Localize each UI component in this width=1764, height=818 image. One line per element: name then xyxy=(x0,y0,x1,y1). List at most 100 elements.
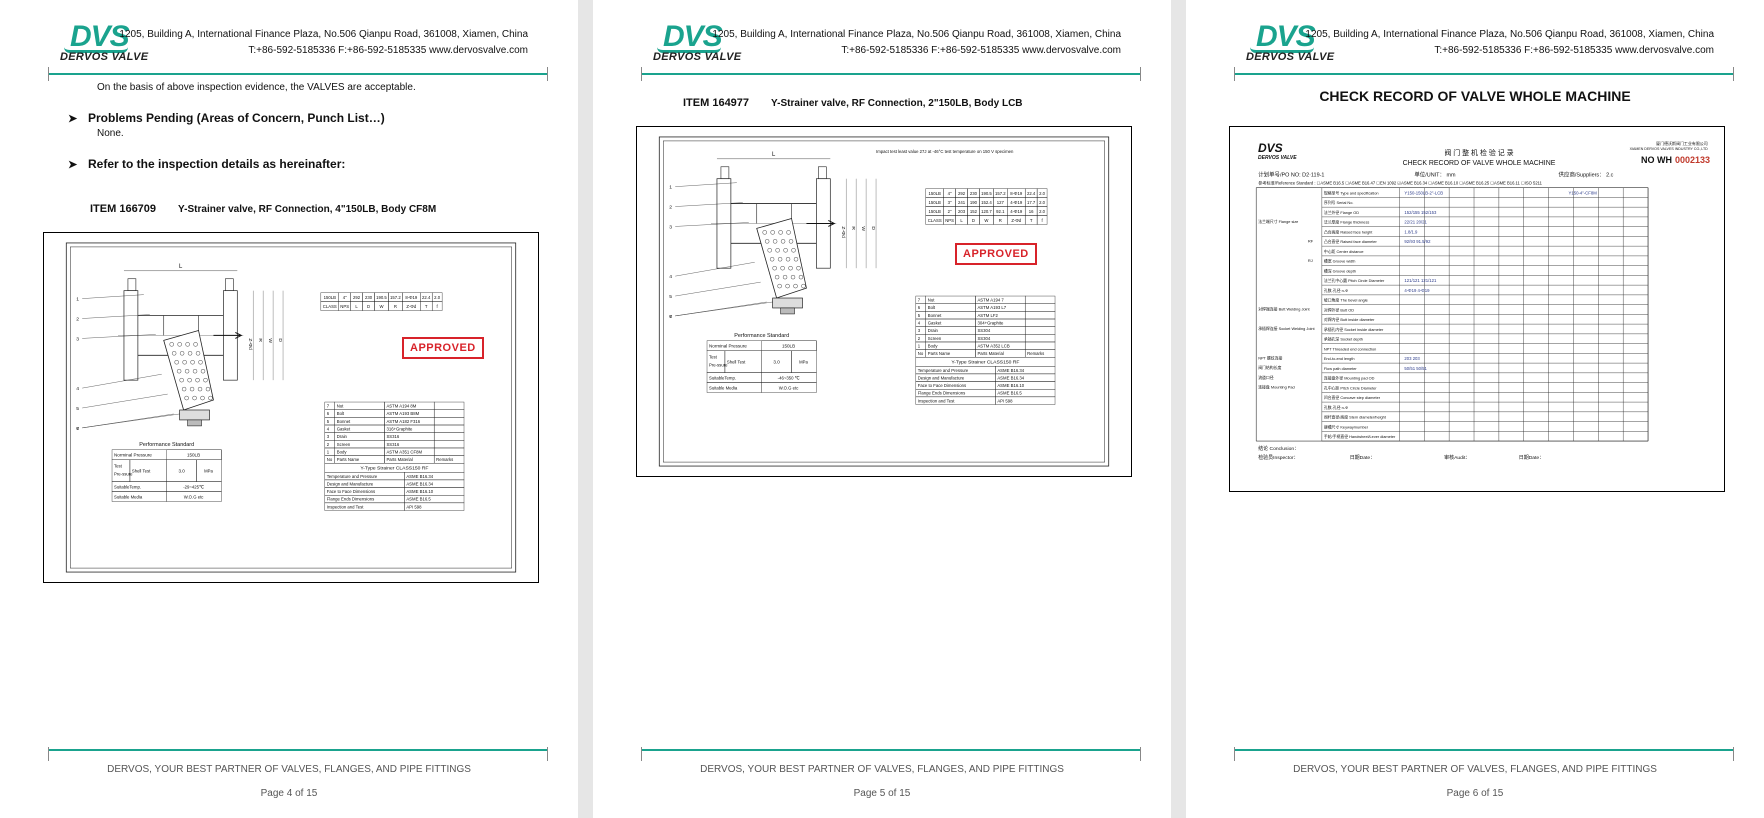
parts-cell: 5 xyxy=(327,419,330,424)
drawing-box xyxy=(187,419,202,427)
record-group-label: 承插焊连接 Socket Welding Joint xyxy=(1258,326,1315,331)
dim-label-L: L xyxy=(772,152,776,158)
header-contact: T:+86-592-5185336 F:+86-592-5185335 www.… xyxy=(248,45,528,56)
performance-title: Performance Standard xyxy=(139,442,194,448)
parts-cell: SS316 xyxy=(386,434,399,439)
drawing-line xyxy=(675,182,737,187)
screen-hole xyxy=(193,342,198,347)
screen-hole xyxy=(182,360,187,365)
screen-hole xyxy=(772,265,777,271)
record-sub-label: RF xyxy=(1308,238,1314,243)
parts-cell: Parts Name xyxy=(337,457,360,462)
record-row-label: 对焊内径 Butt inside diameter xyxy=(1324,317,1375,322)
drawing-box xyxy=(65,242,517,573)
screen-hole xyxy=(798,274,804,280)
record-row-label: 连接盘外径 Mounting pad OD xyxy=(1324,376,1375,381)
screen-hole xyxy=(205,386,211,392)
drawing-box xyxy=(225,278,234,291)
standard-value: ASME B16.34 xyxy=(406,481,433,486)
standard-value: ASME B16.5 xyxy=(406,497,431,502)
perf-nominal-label: Norminal Pressure xyxy=(709,344,747,349)
record-date: 日期Date： xyxy=(1350,455,1375,461)
standard-value: API 598 xyxy=(406,504,422,509)
parts-cell: 4 xyxy=(918,321,921,326)
record-row-label: 孔数-孔径 n-Φ xyxy=(1324,288,1348,293)
screen-hole xyxy=(782,274,788,280)
parts-cell: 316+Graphite xyxy=(386,427,413,432)
dim-label: Z-Φd xyxy=(840,226,846,238)
screen-hole xyxy=(796,265,801,271)
dimension-cell: 230 xyxy=(365,295,373,300)
logo-swoosh xyxy=(64,47,128,53)
parts-cell: ASTM A193 B8M xyxy=(386,411,419,416)
screen-hole xyxy=(780,265,785,271)
callout-number: 1 xyxy=(76,297,79,303)
standard-name: Temperature and Pressure xyxy=(918,368,969,373)
record-group-label: 阀门结构长度 xyxy=(1258,365,1281,370)
logo-swoosh xyxy=(1250,47,1314,53)
flow-arrow-icon xyxy=(806,220,836,227)
screen-hole xyxy=(780,239,786,244)
screen-hole xyxy=(793,283,798,289)
parts-cell: 6 xyxy=(327,411,330,416)
callout-number: 6 xyxy=(669,314,672,320)
screen-hole xyxy=(775,248,780,253)
parts-cell: 1 xyxy=(918,344,921,349)
record-row-label: 承插孔内径 Socket inside diameter xyxy=(1324,327,1384,332)
page-number: Page 4 of 15 xyxy=(260,788,318,799)
drawing-box xyxy=(1024,334,1056,343)
dimension-cell: R xyxy=(394,304,397,309)
callout-number: 5 xyxy=(669,294,672,300)
parts-cell: 4 xyxy=(327,427,330,432)
parts-cell: Bonnet xyxy=(928,313,942,318)
record-logo-sub: DERVOS VALVE xyxy=(1258,155,1297,161)
record-handwritten-value: 152/155 152/153 xyxy=(1404,210,1437,215)
parts-cell: No xyxy=(918,351,924,356)
screen-hole xyxy=(187,377,192,383)
perf-media-label: Suitable Media xyxy=(114,494,143,499)
item-description: Y-Strainer valve, RF Connection, 2"150LB… xyxy=(771,98,1023,109)
dimension-cell: 4-Φ19 xyxy=(1010,209,1023,214)
dimension-cell: D xyxy=(972,218,975,223)
standard-name: Flange Ends Dimensions xyxy=(918,391,965,396)
parts-cell: ASTM A193 L7 xyxy=(977,305,1006,310)
standard-value: ASME B16.34 xyxy=(997,368,1024,373)
document-page-6: DVS DERVOS VALVE 1205, Building A, Inter… xyxy=(1186,0,1764,818)
drawing-line xyxy=(675,202,743,207)
parts-cell: 7 xyxy=(327,404,330,409)
footer-rule xyxy=(48,747,548,761)
dim-label: D xyxy=(870,226,876,230)
record-title-cn: 阀 门 整 机 检 验 记 录 xyxy=(1444,148,1513,157)
record-company-cn: 厦门德沃斯阀门工业有限公司 xyxy=(1656,141,1708,146)
parts-cell: ASTM A351 CF8M xyxy=(386,450,422,455)
drawing-line xyxy=(675,222,749,227)
screen-hole xyxy=(767,248,772,253)
header-address: 1205, Building A, International Finance … xyxy=(1305,29,1714,40)
parts-cell: Body xyxy=(337,450,348,455)
standards-title: Y-Type Strainer CLASS150 RF xyxy=(360,466,428,472)
dimension-cell: NPS xyxy=(945,218,954,223)
dimension-cell: 150LB xyxy=(324,295,336,300)
page-title: CHECK RECORD OF VALVE WHOLE MACHINE xyxy=(1319,88,1631,104)
record-row-label: 槽宽 Groove width xyxy=(1324,259,1356,264)
parts-cell: Drain xyxy=(337,434,348,439)
dimension-cell: 22.4 xyxy=(1027,191,1036,196)
screen-hole xyxy=(208,395,213,401)
header-rule xyxy=(1234,67,1734,81)
record-row-label: 规格型号 Type and specification xyxy=(1324,190,1379,195)
drawing-box xyxy=(433,417,465,426)
dimension-cell: 152.4 xyxy=(981,200,992,205)
dim-label: W xyxy=(267,338,273,343)
parts-cell: Remarks xyxy=(436,457,453,462)
company-logo: DVS DERVOS VALVE xyxy=(60,20,150,66)
record-row-label: 键槽尺寸 Keyway/number xyxy=(1324,424,1369,429)
dimension-cell: 8-Φ19 xyxy=(405,295,418,300)
parts-cell: Screen xyxy=(337,442,351,447)
perf-shell-label: Shell Test xyxy=(132,469,151,474)
record-handwritten-value: 4-Φ19 4-Φ19 xyxy=(1404,288,1430,293)
record-unit: 单位/UNIT： mm xyxy=(1414,171,1456,179)
parts-cell: Drain xyxy=(928,328,939,333)
callout-number: 7 xyxy=(76,426,79,432)
